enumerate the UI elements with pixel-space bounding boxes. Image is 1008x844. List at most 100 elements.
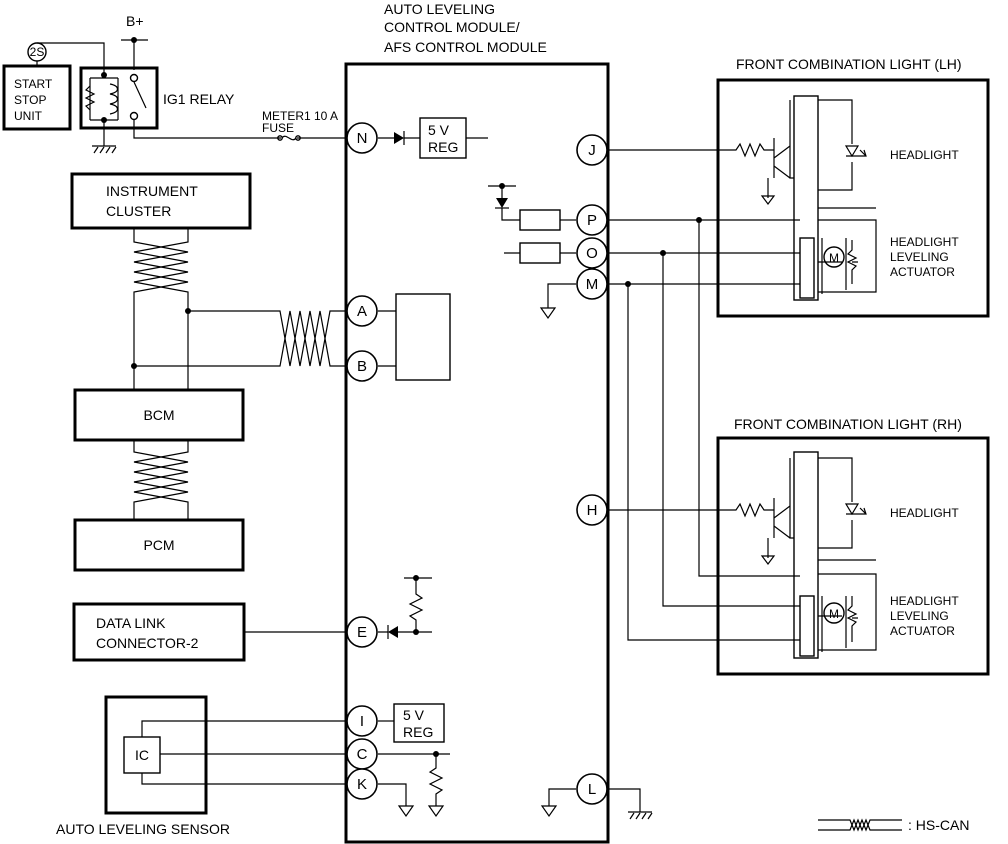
start-stop-wire: [36, 42, 105, 68]
rh-motor-label: M: [829, 607, 839, 621]
data-link-line-2: CONNECTOR-2: [96, 635, 199, 651]
diode-icon: [394, 132, 404, 144]
hs-can-legend-text: : HS-CAN: [908, 817, 969, 833]
pin-m-label: M: [586, 276, 599, 293]
ground-arrow-c: [427, 805, 445, 818]
pin-k-ground: [378, 783, 415, 818]
pin-b: B: [346, 350, 378, 382]
pin-e: E: [346, 616, 378, 648]
ground-icon: [628, 811, 653, 820]
pin-k-label: K: [357, 776, 367, 793]
module-title-line-2: CONTROL MODULE/: [384, 19, 520, 35]
module-title: AUTO LEVELING CONTROL MODULE/ AFS CONTRO…: [384, 1, 547, 55]
bcm-box: [73, 388, 245, 442]
hs-can-legend-symbol: [818, 818, 902, 832]
fuse-line-2: FUSE: [262, 121, 294, 135]
pin-k: K: [346, 768, 378, 800]
rh-headlight-label: HEADLIGHT: [890, 506, 959, 520]
lh-title: FRONT COMBINATION LIGHT (LH): [736, 56, 962, 72]
start-stop-unit-box: [2, 64, 72, 131]
pin-j: J: [576, 134, 608, 166]
bcm-label: BCM: [143, 407, 174, 423]
can-transceiver-box: [395, 293, 451, 381]
reg-top-line-2: REG: [428, 139, 458, 155]
pin-c: C: [346, 738, 378, 770]
can-internal-wires: [378, 310, 396, 367]
rh-actuator-line-2: LEVELING: [890, 609, 949, 623]
pin-n: N: [346, 122, 378, 154]
instrument-cluster-line-1: INSTRUMENT: [106, 183, 198, 199]
pin-a-label: A: [357, 303, 367, 320]
sensor-label: AUTO LEVELING SENSOR: [56, 821, 230, 837]
reg-box-bottom: [393, 703, 445, 743]
o-junction: [660, 250, 666, 256]
lh-headlight-label: HEADLIGHT: [890, 148, 959, 162]
pin-m: M: [576, 268, 608, 300]
start-stop-line-2: STOP: [14, 93, 46, 107]
lh-actuator-line-1: HEADLIGHT: [890, 235, 959, 249]
pin-o-label: O: [586, 245, 598, 262]
start-stop-badge-text: 2S: [30, 45, 45, 59]
pull-up-resistor: [404, 577, 432, 632]
pin-c-wire: [378, 753, 450, 806]
pcm-label: PCM: [143, 537, 174, 553]
sensor-box: [104, 695, 208, 815]
ig1-relay-box: [79, 66, 159, 130]
pin-p-label: P: [587, 212, 597, 229]
hs-can-twist-3: [133, 440, 189, 520]
pin-b-label: B: [357, 358, 367, 375]
hs-can-twist-2: [134, 310, 346, 367]
diode-e-icon: [388, 626, 398, 638]
pin-h-label: H: [587, 502, 598, 519]
module-title-line-1: AUTO LEVELING: [384, 1, 495, 17]
fuse-line-1: METER1 10 A: [262, 109, 338, 123]
sensor-wires: [141, 720, 346, 785]
instrument-cluster-box: [70, 172, 252, 230]
o-resistor: [519, 242, 561, 264]
pin-j-label: J: [588, 142, 596, 159]
reg-bottom-line-1: 5 V: [403, 707, 425, 723]
pin-p-wire: [608, 219, 800, 577]
pin-c-label: C: [357, 746, 368, 763]
data-link-line-1: DATA LINK: [96, 615, 166, 631]
rh-actuator-line-1: HEADLIGHT: [890, 594, 959, 608]
ground-icon: [92, 145, 117, 154]
pin-h: H: [576, 494, 608, 526]
lh-actuator-line-2: LEVELING: [890, 250, 949, 264]
instrument-cluster-line-2: CLUSTER: [106, 203, 171, 219]
pin-i-label: I: [360, 713, 364, 730]
pin-o: O: [576, 237, 608, 269]
data-link-box: [72, 602, 246, 662]
reg-bottom-line-2: REG: [403, 724, 433, 740]
lh-light-box: [716, 78, 990, 318]
m-junction: [625, 281, 631, 287]
c-junction: [433, 751, 439, 757]
diode-p-icon: [496, 198, 508, 208]
b-plus-label: B+: [126, 13, 144, 29]
start-stop-line-1: START: [14, 77, 53, 91]
pull-up-dot: [413, 575, 419, 581]
pin-l-label: L: [588, 781, 596, 798]
pin-l-wire: [608, 788, 641, 812]
lh-actuator-line-3: ACTUATOR: [890, 265, 955, 279]
ic-label: IC: [135, 747, 149, 763]
lh-motor-label: M: [829, 251, 839, 265]
p-junction: [696, 217, 702, 223]
pin-a: A: [346, 295, 378, 327]
rh-title: FRONT COMBINATION LIGHT (RH): [734, 416, 962, 432]
p-internal-dot: [499, 183, 505, 189]
fuse-wire: [133, 120, 346, 139]
pcm-box: [73, 518, 245, 572]
reg-top-line-1: 5 V: [428, 122, 450, 138]
module-title-line-3: AFS CONTROL MODULE: [384, 39, 547, 55]
pin-n-label: N: [357, 130, 368, 147]
pin-e-label: E: [357, 624, 367, 641]
ig1-relay-internals: [84, 68, 147, 128]
rh-actuator-line-3: ACTUATOR: [890, 624, 955, 638]
rh-internals: [718, 451, 877, 659]
control-module-box: [344, 62, 610, 844]
pin-o-wire: [608, 252, 800, 607]
pin-l-internal-ground: [540, 788, 576, 818]
pin-i: I: [346, 705, 378, 737]
